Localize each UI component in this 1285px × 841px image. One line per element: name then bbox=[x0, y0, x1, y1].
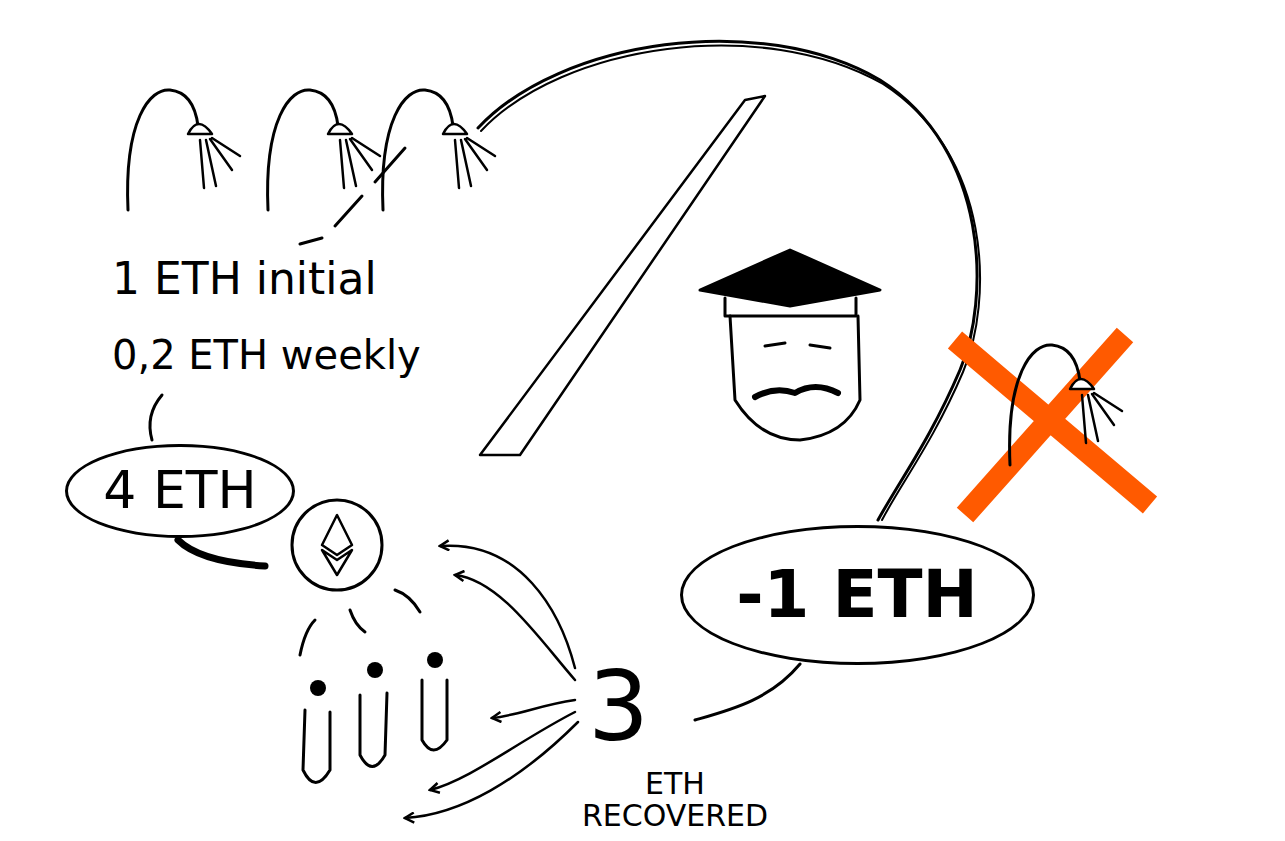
people-figures bbox=[303, 652, 447, 783]
crossed-faucet bbox=[955, 335, 1150, 515]
note-text: 0,2 ETH weekly bbox=[112, 333, 421, 377]
leader-line bbox=[150, 395, 162, 440]
note-text: ETH RECOVERED bbox=[560, 768, 790, 831]
faucet-icon bbox=[128, 90, 240, 210]
graduate-face bbox=[700, 250, 880, 440]
oval-tail bbox=[178, 540, 265, 566]
ether-coin bbox=[292, 500, 382, 590]
flow-curve bbox=[481, 46, 980, 520]
leader-line bbox=[300, 590, 420, 655]
flow-curve bbox=[695, 664, 800, 720]
value-oval: 4 ETH bbox=[65, 444, 294, 538]
faucet-icon bbox=[383, 90, 495, 210]
note-text: 3 bbox=[588, 655, 649, 761]
plank bbox=[480, 96, 765, 455]
amount-text: 4 ETH bbox=[103, 462, 256, 519]
return-arrows bbox=[405, 546, 578, 818]
amount-text: -1 ETH bbox=[736, 559, 978, 632]
leader-line bbox=[300, 148, 405, 244]
faucet-icon bbox=[268, 90, 380, 210]
flow-curve bbox=[478, 41, 977, 520]
note-text: 1 ETH initial bbox=[112, 255, 377, 303]
value-oval: -1 ETH bbox=[680, 525, 1035, 665]
